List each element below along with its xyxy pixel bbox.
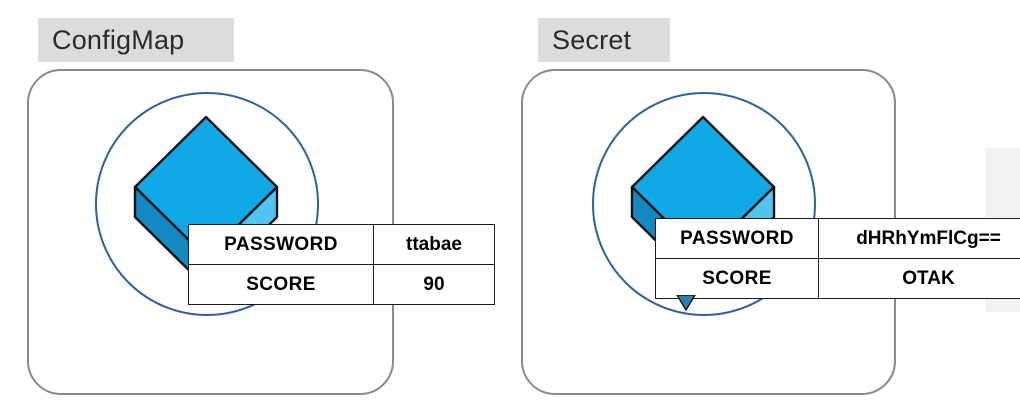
- secret-value-score: OTAK: [818, 258, 1020, 299]
- configmap-key-score: SCORE: [188, 264, 374, 305]
- down-arrow-icon: [675, 294, 697, 311]
- table-row: PASSWORD dHRhYmFlCg==: [655, 218, 1020, 259]
- table-row: SCORE 90: [188, 264, 495, 305]
- secret-value-password: dHRhYmFlCg==: [818, 218, 1020, 259]
- secret-circle-outline: [592, 92, 816, 316]
- configmap-key-password: PASSWORD: [188, 224, 374, 265]
- configmap-label-chip: ConfigMap: [38, 18, 234, 62]
- table-row: SCORE OTAK: [655, 258, 1020, 299]
- secret-key-score: SCORE: [655, 258, 819, 299]
- configmap-value-password: ttabae: [373, 224, 495, 265]
- configmap-data-table: PASSWORD ttabae SCORE 90: [188, 224, 495, 305]
- configmap-value-score: 90: [373, 264, 495, 305]
- configmap-circle-outline: [95, 92, 319, 316]
- secret-key-password: PASSWORD: [655, 218, 819, 259]
- secret-data-table: PASSWORD dHRhYmFlCg== SCORE OTAK: [655, 218, 1020, 299]
- secret-label-chip: Secret: [538, 18, 670, 62]
- table-row: PASSWORD ttabae: [188, 224, 495, 265]
